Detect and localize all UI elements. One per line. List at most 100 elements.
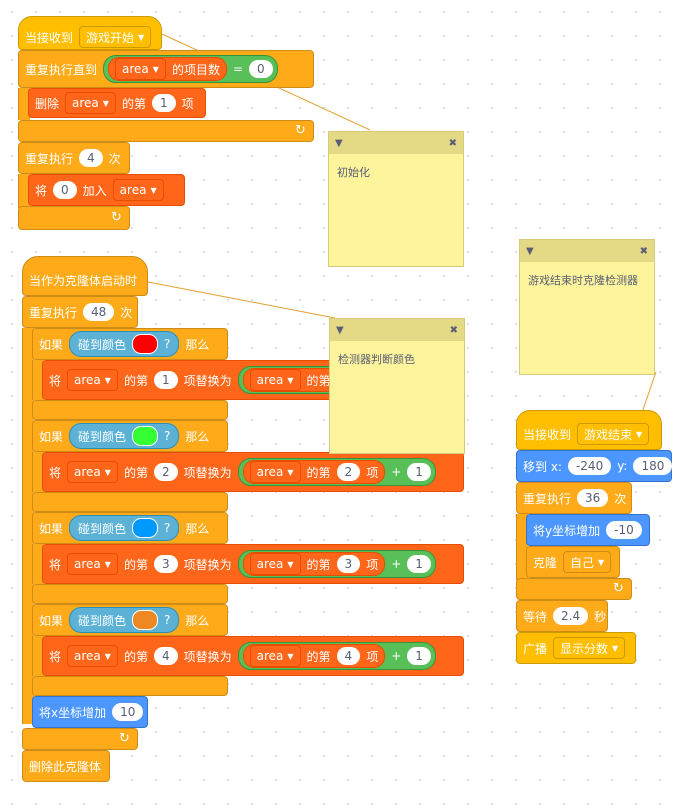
change-x-block[interactable]: 将x坐标增加 10 <box>32 696 148 728</box>
clone-target-dropdown[interactable]: 自己▼ <box>563 551 612 573</box>
plus-value-input[interactable]: 1 <box>407 463 431 481</box>
if-body <box>32 544 44 584</box>
comment-note-game-over[interactable]: ▼ ✖ 游戏结束时克隆检测器 <box>519 239 655 375</box>
comment-note-init[interactable]: ▼ ✖ 初始化 <box>328 131 464 267</box>
repeat-block[interactable]: 重复执行 4 次 <box>18 142 130 174</box>
index-input[interactable]: 4 <box>153 647 178 665</box>
add-to-list-block[interactable]: 将 0 加入 area▼ <box>28 174 185 206</box>
add-value-input[interactable]: 0 <box>53 181 77 199</box>
close-icon[interactable]: ✖ <box>639 245 648 257</box>
index-input[interactable]: 2 <box>336 463 361 481</box>
collapse-triangle-icon[interactable]: ▼ <box>335 137 343 149</box>
list-length-reporter[interactable]: area▼ 的项目数 <box>108 57 227 81</box>
repeat-count-input[interactable]: 4 <box>79 149 103 167</box>
replace-item-block[interactable]: 将 area▼ 的第 4 项替换为 area▼ 的第 4 项 + 1 <box>42 636 464 676</box>
when-clone-start-hat-block[interactable]: 当作为克隆体启动时 <box>22 256 148 296</box>
change-y-input[interactable]: -10 <box>606 521 642 539</box>
plus-value-input[interactable]: 1 <box>407 555 431 573</box>
x-input[interactable]: -240 <box>567 457 612 475</box>
index-input[interactable]: 2 <box>153 463 178 481</box>
y-input[interactable]: 180 <box>633 457 673 475</box>
replace-item-block[interactable]: 将 area▼ 的第 2 项替换为 area▼ 的第 2 项 + 1 <box>42 452 464 492</box>
item-suffix: 项 <box>366 649 379 664</box>
touching-color-sensor[interactable]: 碰到颜色 ? <box>69 423 180 449</box>
index-input[interactable]: 3 <box>153 555 178 573</box>
if-then-block[interactable]: 如果 碰到颜色 ? 那么 <box>32 604 228 636</box>
goto-xy-block[interactable]: 移到 x: -240 y: 180 <box>516 450 673 482</box>
list-dropdown[interactable]: area▼ <box>67 645 118 667</box>
add-operator[interactable]: area▼ 的第 4 项 + 1 <box>237 642 436 670</box>
add-operator[interactable]: area▼ 的第 <box>237 366 343 394</box>
note-header[interactable]: ▼ ✖ <box>329 132 463 154</box>
then-label: 那么 <box>185 429 210 444</box>
if-then-block[interactable]: 如果 碰到颜色 ? 那么 <box>32 420 228 452</box>
close-icon[interactable]: ✖ <box>448 137 457 149</box>
if-then-block[interactable]: 如果 碰到颜色 ? 那么 <box>32 512 228 544</box>
note-text[interactable]: 检测器判断颜色 <box>338 353 415 366</box>
list-dropdown[interactable]: area▼ <box>249 645 301 667</box>
add-operator[interactable]: area▼ 的第 2 项 + 1 <box>237 458 436 486</box>
color-swatch-orange[interactable] <box>132 610 159 630</box>
note-header[interactable]: ▼ ✖ <box>330 319 464 341</box>
comment-note-detector[interactable]: ▼ ✖ 检测器判断颜色 <box>329 318 465 454</box>
item-of-list-reporter[interactable]: area▼ 的第 3 项 <box>242 552 386 576</box>
list-dropdown[interactable]: area▼ <box>249 553 301 575</box>
list-dropdown[interactable]: area▼ <box>249 369 301 391</box>
collapse-triangle-icon[interactable]: ▼ <box>526 245 534 257</box>
wait-input[interactable]: 2.4 <box>553 607 589 625</box>
equals-operator[interactable]: area▼ 的项目数 = 0 <box>103 55 278 83</box>
note-text[interactable]: 初始化 <box>337 166 370 179</box>
wait-block[interactable]: 等待 2.4 秒 <box>516 600 608 632</box>
repeat-count-input[interactable]: 48 <box>83 303 115 321</box>
repeat-count-input[interactable]: 36 <box>577 489 609 507</box>
touching-color-sensor[interactable]: 碰到颜色 ? <box>69 331 180 357</box>
change-y-block[interactable]: 将y坐标增加 -10 <box>526 514 650 546</box>
color-swatch-green[interactable] <box>132 426 159 446</box>
replace-item-block[interactable]: 将 area▼ 的第 3 项替换为 area▼ 的第 3 项 + 1 <box>42 544 464 584</box>
plus-sign: + <box>391 649 402 663</box>
delete-clone-block[interactable]: 删除此克隆体 <box>22 750 110 782</box>
broadcast-message-dropdown[interactable]: 显示分数▼ <box>553 637 626 659</box>
list-dropdown[interactable]: area▼ <box>65 92 116 114</box>
item-of-list-reporter[interactable]: area▼ 的第 4 项 <box>242 644 386 668</box>
delete-item-block[interactable]: 删除 area▼ 的第 1 项 <box>28 88 206 118</box>
chevron-down-icon: ▼ <box>287 375 294 385</box>
when-receive-hat-block[interactable]: 当接收到 游戏开始▼ <box>18 16 162 50</box>
note-text[interactable]: 游戏结束时克隆检测器 <box>528 274 638 287</box>
collapse-triangle-icon[interactable]: ▼ <box>336 324 344 336</box>
replace-item-block[interactable]: 将 area▼ 的第 1 项替换为 area▼ 的第 <box>42 360 464 400</box>
item-of-list-reporter[interactable]: area▼ 的第 2 项 <box>242 460 386 484</box>
list-dropdown[interactable]: area▼ <box>67 461 118 483</box>
item-of-list-reporter[interactable]: area▼ 的第 <box>242 368 338 392</box>
list-dropdown[interactable]: area▼ <box>67 553 118 575</box>
delete-index-input[interactable]: 1 <box>151 94 176 112</box>
change-x-input[interactable]: 10 <box>112 703 144 721</box>
create-clone-block[interactable]: 克隆 自己▼ <box>526 546 620 578</box>
repeat-until-block[interactable]: 重复执行直到 area▼ 的项目数 = 0 <box>18 50 314 88</box>
list-dropdown[interactable]: area▼ <box>115 58 166 80</box>
index-input[interactable]: 3 <box>336 555 361 573</box>
when-receive-hat-block[interactable]: 当接收到 游戏结束▼ <box>516 410 662 450</box>
color-swatch-red[interactable] <box>132 334 159 354</box>
list-dropdown[interactable]: area▼ <box>112 179 164 201</box>
if-then-block[interactable]: 如果 碰到颜色 ? 那么 <box>32 328 228 360</box>
add-operator[interactable]: area▼ 的第 3 项 + 1 <box>237 550 436 578</box>
touching-color-sensor[interactable]: 碰到颜色 ? <box>69 515 180 541</box>
repeat-block[interactable]: 重复执行 48 次 <box>22 296 138 328</box>
message-dropdown[interactable]: 游戏结束▼ <box>577 423 650 445</box>
chevron-down-icon: ▼ <box>287 467 294 477</box>
list-dropdown[interactable]: area▼ <box>67 369 118 391</box>
question-mark: ? <box>164 613 171 627</box>
color-swatch-blue[interactable] <box>132 518 159 538</box>
index-input[interactable]: 4 <box>336 647 361 665</box>
plus-value-input[interactable]: 1 <box>407 647 431 665</box>
close-icon[interactable]: ✖ <box>449 324 458 336</box>
repeat-block[interactable]: 重复执行 36 次 <box>516 482 632 514</box>
list-dropdown[interactable]: area▼ <box>249 461 301 483</box>
message-dropdown[interactable]: 游戏开始▼ <box>79 26 152 48</box>
equals-value-input[interactable]: 0 <box>249 60 273 78</box>
broadcast-block[interactable]: 广播 显示分数▼ <box>516 632 636 664</box>
note-header[interactable]: ▼ ✖ <box>520 240 654 262</box>
index-input[interactable]: 1 <box>153 371 178 389</box>
touching-color-sensor[interactable]: 碰到颜色 ? <box>69 607 180 633</box>
